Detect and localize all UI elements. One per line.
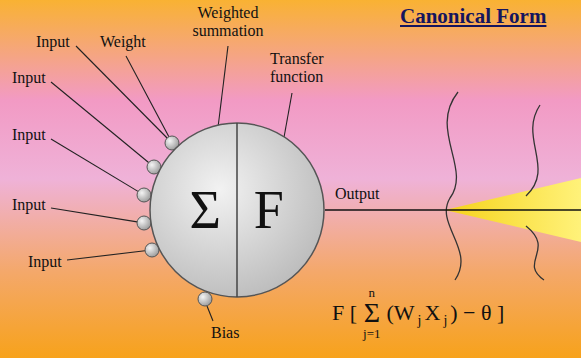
sum-part: j=1 (363, 327, 380, 340)
wave-line (446, 92, 461, 280)
input-label: Input (36, 33, 70, 51)
input-label: Input (12, 69, 46, 87)
weight-circle (137, 188, 151, 202)
leader-line (207, 306, 213, 321)
formula-part: X (425, 302, 441, 324)
sum-part: n (369, 286, 376, 299)
transfer-label: Transfer function (270, 50, 344, 87)
input-line (51, 139, 138, 191)
wave-line (526, 105, 540, 196)
formula-part: F [ (332, 302, 357, 324)
divider-line (236, 123, 238, 297)
circle-outline (149, 122, 325, 298)
input-label: Input (12, 126, 46, 144)
input-label: Input (12, 196, 46, 214)
summation-symbol: Σ (190, 183, 221, 237)
input-label: Input (28, 253, 62, 271)
weight-label: Weight (100, 33, 146, 51)
wave-line (526, 226, 544, 280)
leader-line (126, 56, 169, 137)
formula-subscript: j (443, 314, 447, 328)
formula-part: (W (387, 302, 415, 324)
input-line (76, 46, 167, 138)
output-line (325, 209, 581, 211)
input-line (51, 208, 137, 222)
input-line (51, 82, 149, 163)
sum-limits: nΣj=1 (363, 286, 380, 340)
neuron-circle: ΣF (149, 122, 325, 298)
title: Canonical Form (400, 4, 546, 29)
transfer-symbol: F (254, 183, 284, 237)
output-label: Output (335, 185, 379, 203)
bias-circle (198, 292, 212, 306)
sum-part: Σ (364, 299, 380, 327)
circle-shape (150, 123, 324, 297)
formula: F [nΣj=1(WjXj) − θ ] (332, 286, 504, 340)
input-line (67, 251, 145, 260)
formula-subscript: j (418, 314, 422, 328)
formula-part: ) − θ ] (450, 302, 504, 324)
summation-label: Weighted summation (180, 4, 276, 41)
bias-label: Bias (211, 324, 239, 342)
weight-circle (137, 216, 151, 230)
